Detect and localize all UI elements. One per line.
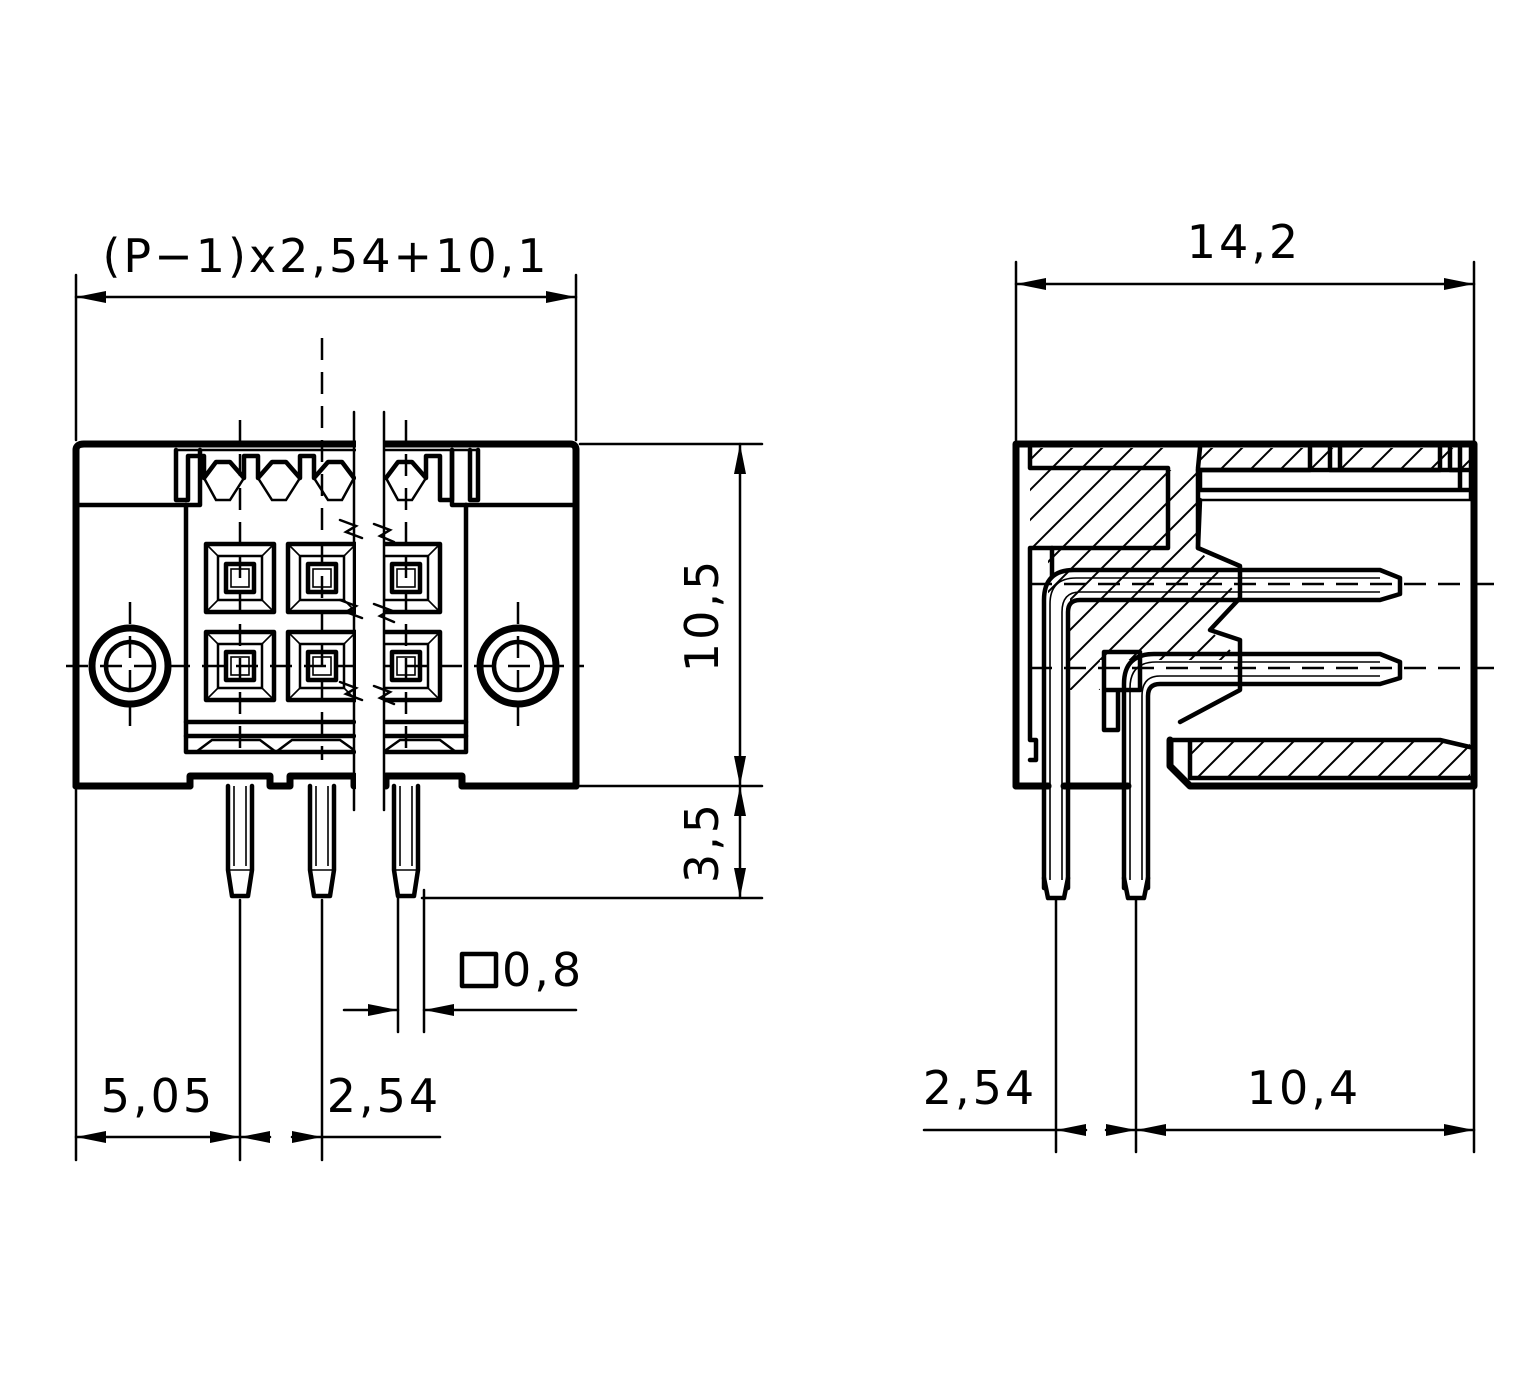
side-dimensions: 14,2 2,54 10,4: [922, 215, 1476, 1154]
depth-label: 14,2: [1187, 215, 1301, 269]
pin: [225, 783, 255, 899]
body-height-label: 10,5: [675, 558, 729, 672]
side-view: [1012, 440, 1500, 901]
front-view: [66, 338, 584, 899]
top-rails: [1195, 445, 1477, 493]
front-dimensions: (P−1)x2,54+10,1 10,5 3,5 0,8 5,05 2,54: [74, 229, 764, 1162]
top-latch-teeth-right: [383, 447, 481, 503]
top-inner-line: [1198, 446, 1476, 502]
front-pins: [225, 783, 421, 899]
break-zigzag-marks: [338, 518, 396, 706]
edge-to-pin-label: 5,05: [101, 1069, 215, 1123]
lower-pin-bent: [1121, 651, 1403, 891]
lower-pin-inner-lines: [1129, 661, 1380, 880]
square-section-icon: [459, 951, 499, 989]
upper-pin-tip: [1041, 875, 1071, 901]
bottom-rail: [183, 719, 469, 739]
front-face-step: [1027, 545, 1055, 763]
pin: [391, 783, 421, 899]
inner-block: [1101, 649, 1143, 733]
pin-to-front-label: 10,4: [1247, 1061, 1361, 1115]
bottom-rail-bevels: [194, 738, 458, 754]
cavity-outline: [183, 502, 469, 755]
upper-pin-inner-lines: [1049, 577, 1380, 880]
pin-size-label: 0,8: [502, 943, 584, 997]
hatch-top-left: [1030, 448, 1198, 560]
pin-length-label: 3,5: [675, 801, 729, 883]
top-latch-teeth: [173, 447, 357, 503]
pitch-label: 2,54: [327, 1069, 441, 1123]
latch-bevels: [202, 476, 428, 502]
bottom-rail-outline: [1167, 657, 1477, 781]
overall-width-label: (P−1)x2,54+10,1: [102, 229, 549, 283]
upper-wall: [1027, 445, 1171, 551]
pin: [307, 783, 337, 899]
core-outline: [1195, 497, 1243, 663]
row-pitch-label: 2,54: [923, 1061, 1037, 1115]
lower-pin-tip: [1121, 875, 1151, 901]
